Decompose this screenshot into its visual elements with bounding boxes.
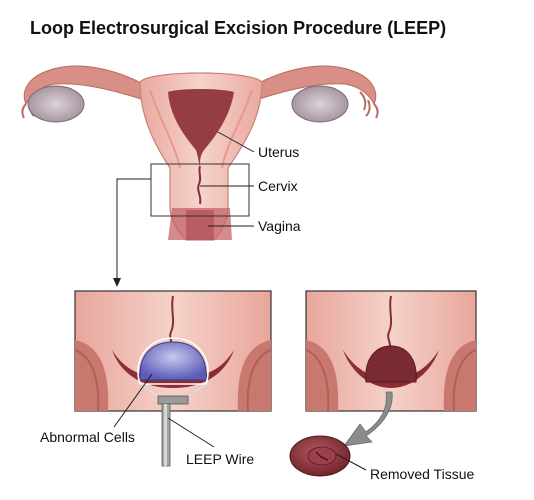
connector-arrow [113,178,151,287]
uterus-pointer [217,131,255,153]
leep-wire-rod [161,403,171,467]
uterus-illustration [21,65,379,241]
removal-arrow [343,391,393,447]
removed-tissue-label: Removed Tissue [370,466,475,482]
cervix-label: Cervix [258,178,298,194]
uterus-label: Uterus [258,144,300,160]
abnormal-cells-pointer [113,373,153,428]
leep-wire-pointer [167,417,215,448]
diagram-title: Loop Electrosurgical Excision Procedure … [30,18,447,38]
cervix-zoom-box [150,163,250,217]
leep-detail-panel [74,290,272,412]
post-excision-panel [305,290,477,412]
vagina-label: Vagina [258,218,301,234]
leep-wire-label: LEEP Wire [186,451,255,467]
abnormal-cells-label: Abnormal Cells [40,429,135,445]
uterine-cavity [168,89,234,166]
right-ovary [291,85,349,123]
removed-tissue [289,435,351,477]
excision-cavity [365,345,417,383]
left-ovary [27,85,85,123]
leep-wire-loop [137,337,209,385]
abnormal-cells-area [139,341,207,381]
removed-tissue-pointer [335,453,367,471]
